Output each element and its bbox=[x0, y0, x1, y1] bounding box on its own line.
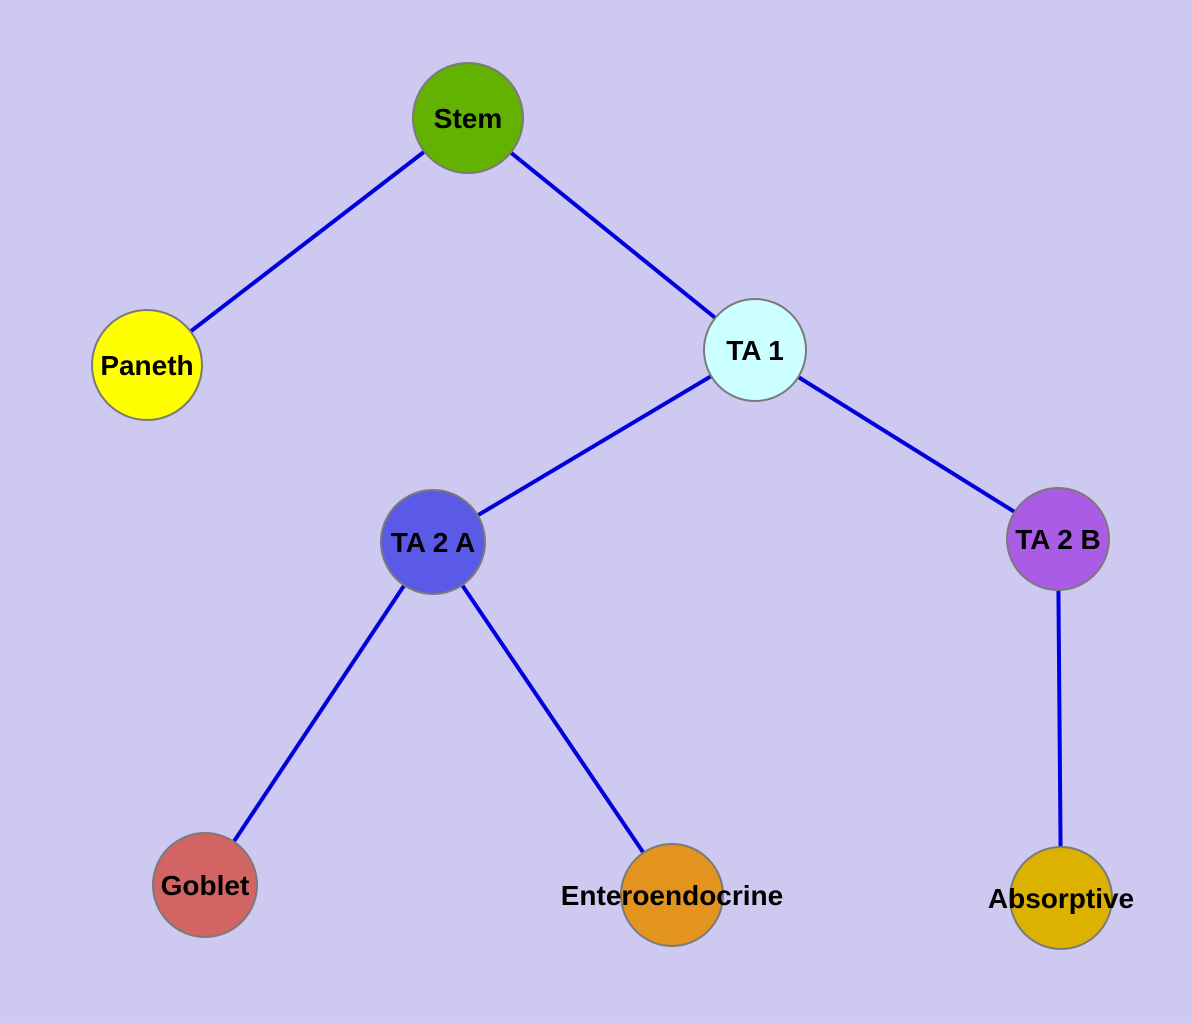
edge-ta-2-a-goblet bbox=[203, 540, 435, 887]
edge-ta-1-ta-2-a bbox=[431, 348, 757, 544]
node-stem[interactable] bbox=[412, 62, 524, 174]
edge-ta-2-a-enteroendocrine bbox=[431, 540, 674, 897]
node-ta-1[interactable] bbox=[703, 298, 807, 402]
node-absorptive[interactable] bbox=[1009, 846, 1113, 950]
edge-ta-2-b-absorptive bbox=[1056, 538, 1063, 899]
edge-stem-ta-1 bbox=[466, 116, 757, 352]
node-ta-2-b[interactable] bbox=[1006, 487, 1110, 591]
node-goblet[interactable] bbox=[152, 832, 258, 938]
node-ta-2-a[interactable] bbox=[380, 489, 486, 595]
node-paneth[interactable] bbox=[91, 309, 203, 421]
node-enteroendocrine[interactable] bbox=[620, 843, 724, 947]
edge-ta-1-ta-2-b bbox=[753, 348, 1060, 541]
edge-stem-paneth bbox=[145, 116, 470, 367]
